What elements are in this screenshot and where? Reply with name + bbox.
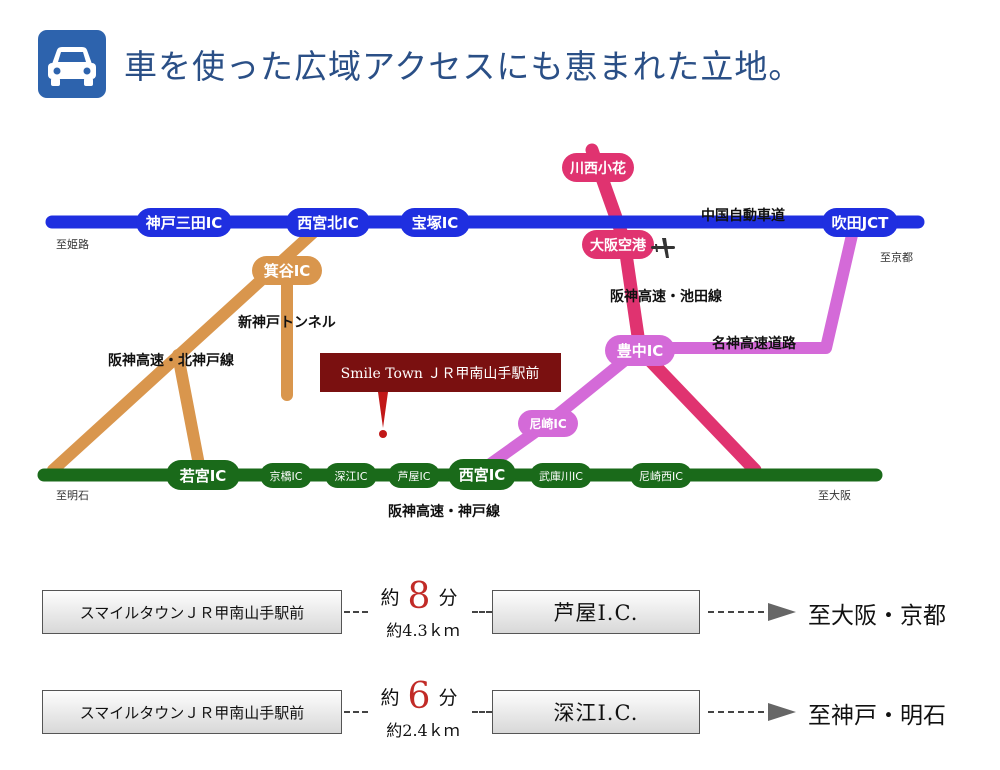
route-dash	[472, 711, 492, 713]
start-box: スマイルタウンＪＲ甲南山手駅前	[42, 590, 342, 634]
page-header: 車を使った広域アクセスにも恵まれた立地。	[0, 0, 1000, 120]
shinkobe-tunnel-label: 新神戸トンネル	[238, 314, 336, 331]
chugoku-line-label: 中国自動車道	[701, 207, 785, 224]
ikeda-line-label: 阪神高速・池田線	[610, 288, 722, 305]
svg-text:尼崎IC: 尼崎IC	[529, 416, 566, 431]
kobe-right-label: 至大阪	[818, 488, 851, 502]
kobe-ic-mukogawa: 武庫川IC	[530, 463, 592, 488]
kobe-line-label: 阪神高速・神戸線	[388, 503, 500, 520]
meishin-ic-amagasaki: 尼崎IC	[518, 410, 578, 437]
ikeda-ic-kawanishi-obana: 川西小花	[562, 153, 634, 182]
arrow-right-icon	[768, 703, 796, 721]
arrow-right-icon	[768, 603, 796, 621]
svg-text:京橋IC: 京橋IC	[270, 469, 303, 483]
svg-text:豊中IC: 豊中IC	[617, 342, 664, 360]
travel-distance: 約2.4ｋｍ	[386, 721, 460, 740]
route-dash	[708, 611, 764, 613]
page-title: 車を使った広域アクセスにも恵まれた立地。	[124, 47, 803, 86]
chugoku-left-label: 至姫路	[56, 237, 89, 251]
svg-text:箕谷IC: 箕谷IC	[263, 262, 311, 280]
svg-text:芦屋IC: 芦屋IC	[398, 470, 431, 483]
chugoku-ic-suita-jct: 吹田JCT	[822, 208, 898, 237]
travel-minutes: 8	[407, 576, 431, 617]
svg-text:深江IC: 深江IC	[335, 470, 368, 483]
svg-text:Smile Town ＪＲ甲南山手駅前: Smile Town ＪＲ甲南山手駅前	[341, 365, 540, 382]
route-dash	[708, 711, 764, 713]
ikeda-ic-osaka-airport: 大阪空港	[582, 230, 654, 259]
kita-kobe-ic-minotani: 箕谷IC	[252, 256, 322, 285]
kobe-ic-fukae: 深江IC	[325, 463, 377, 488]
kita-kobe-line-label: 阪神高速・北神戸線	[108, 352, 234, 369]
kobe-ic-wakamiya: 若宮IC	[166, 460, 240, 490]
chugoku-ic-nishinomiya-kita: 西宮北IC	[286, 208, 370, 237]
chugoku-right-label: 至京都	[880, 250, 913, 264]
destination-label: 至大阪・京都	[808, 603, 946, 629]
site-marker: Smile Town ＪＲ甲南山手駅前	[320, 353, 561, 438]
airplane-icon	[651, 238, 675, 258]
kobe-ic-amagasaki-nishi: 尼崎西IC	[630, 463, 692, 488]
meishin-line-label: 名神高速道路	[712, 335, 797, 352]
svg-text:神戸三田IC: 神戸三田IC	[146, 214, 223, 232]
route-dash	[344, 711, 368, 713]
svg-text:若宮IC: 若宮IC	[179, 467, 227, 485]
svg-text:大阪空港: 大阪空港	[590, 237, 647, 254]
kobe-left-label: 至明石	[56, 489, 89, 502]
route-dash	[472, 611, 492, 613]
svg-text:川西小花: 川西小花	[569, 160, 626, 177]
travel-minutes: 6	[407, 676, 431, 717]
chugoku-ic-takarazuka: 宝塚IC	[400, 208, 470, 237]
kobe-ic-kyobashi: 京橋IC	[260, 463, 312, 488]
route-dash	[344, 611, 368, 613]
destination-label: 至神戸・明石	[808, 703, 946, 729]
chugoku-ic-shinkobe-sanda: 神戸三田IC	[136, 208, 232, 237]
highway-map: 神戸三田IC 西宮北IC 宝塚IC 吹田JCT 中国自動車道 至姫路 至京都 箕…	[37, 143, 925, 520]
kobe-ic-nishinomiya: 西宮IC	[448, 459, 516, 490]
meishin-ic-toyonaka: 豊中IC	[605, 335, 675, 366]
svg-text:尼崎西IC: 尼崎西IC	[639, 469, 683, 483]
kobe-ic-ashiya: 芦屋IC	[388, 463, 440, 488]
interchange-box: 芦屋I.C.	[492, 590, 700, 634]
car-icon	[38, 30, 106, 98]
ikeda-route	[585, 143, 762, 477]
svg-text:西宮IC: 西宮IC	[459, 466, 506, 484]
svg-text:武庫川IC: 武庫川IC	[539, 469, 583, 483]
svg-text:吹田JCT: 吹田JCT	[832, 214, 890, 232]
svg-text:宝塚IC: 宝塚IC	[412, 214, 459, 232]
start-box: スマイルタウンＪＲ甲南山手駅前	[42, 690, 342, 734]
interchange-box: 深江I.C.	[492, 690, 700, 734]
travel-distance: 約4.3ｋｍ	[386, 621, 460, 640]
svg-text:西宮北IC: 西宮北IC	[297, 214, 359, 232]
